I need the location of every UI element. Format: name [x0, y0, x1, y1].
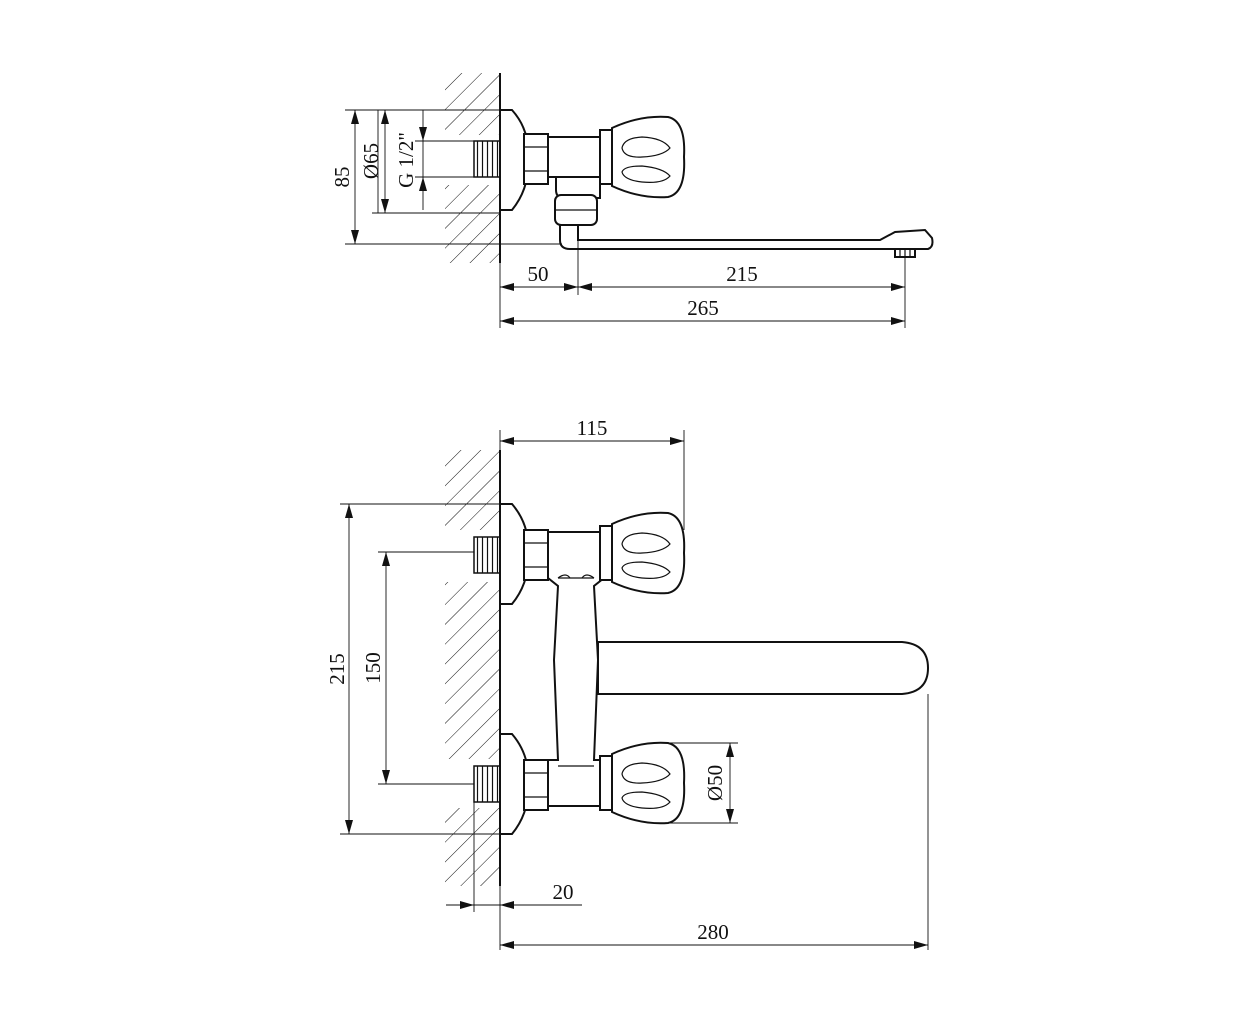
- spout-top: [559, 224, 934, 250]
- dim-85-label: 85: [330, 167, 354, 188]
- dim-150-label: 150: [361, 652, 385, 684]
- aerator-top: [894, 248, 916, 258]
- valve-handle-top: [599, 115, 686, 199]
- valve-handle-upper: [599, 511, 686, 595]
- dim-thread-label: G 1/2": [394, 132, 418, 188]
- dim-115-label: 115: [577, 416, 608, 440]
- spout-front: [597, 641, 930, 695]
- valve-handle-lower: [599, 741, 686, 825]
- hex-nut-upper: [523, 529, 549, 581]
- dim-d65-label: Ø65: [359, 143, 383, 179]
- hex-nut-top: [523, 133, 549, 185]
- top-view: 85 Ø65 G 1/2" 50 215: [330, 73, 934, 328]
- dimension-85: 85: [330, 109, 562, 245]
- dimension-diameter-50: Ø50: [670, 742, 738, 824]
- dimension-diameter-65: Ø65: [359, 110, 500, 214]
- inlet-thread-top: [473, 140, 501, 178]
- dimension-150: 150: [361, 551, 474, 785]
- inlet-thread-lower: [473, 765, 501, 803]
- wall-hatch-top: [445, 73, 501, 263]
- dim-265-label: 265: [687, 296, 719, 320]
- inlet-thread-upper: [473, 536, 501, 574]
- dim-20-label: 20: [553, 880, 574, 904]
- dimension-215-height: 215: [325, 503, 500, 835]
- dimension-280: 280: [500, 694, 929, 950]
- dimension-115: 115: [499, 416, 685, 530]
- dimension-20: 20: [446, 802, 582, 950]
- spout-swivel-top: [554, 194, 598, 226]
- dimension-thread: G 1/2": [394, 110, 474, 210]
- wall-hatch-front: [445, 450, 501, 886]
- dim-215-label: 215: [726, 262, 758, 286]
- dim-215-height-label: 215: [325, 653, 349, 685]
- dimension-265: 265: [500, 296, 905, 325]
- valve-body-top: [547, 136, 605, 199]
- dim-50-label: 50: [528, 262, 549, 286]
- dimension-50-215: 50 215: [499, 225, 906, 328]
- dim-d50-label: Ø50: [703, 765, 727, 801]
- front-view: 115 215 150 Ø50: [325, 416, 930, 950]
- mixer-body-front: [547, 531, 605, 807]
- dim-280-label: 280: [697, 920, 729, 944]
- hex-nut-lower: [523, 759, 549, 811]
